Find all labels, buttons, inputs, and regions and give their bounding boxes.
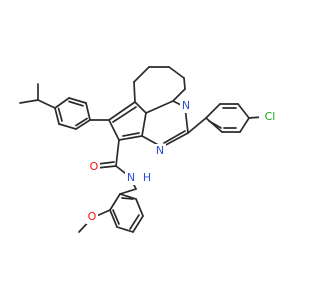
fused-core [108, 100, 189, 148]
methoxy-oxygen-label: O [88, 210, 97, 223]
molecule-structure: O N H O N N Cl [19, 66, 281, 233]
methoxyphenyl-ring [78, 188, 144, 233]
ring-nitrogen-lower-label: N [156, 144, 164, 157]
amide-hydrogen-label: H [143, 171, 151, 184]
ring-nitrogen-upper-label: N [182, 99, 190, 112]
amide-nitrogen-label: N [127, 171, 135, 184]
atom-labels: O N H O N N Cl [86, 99, 281, 224]
chlorophenyl-ring [187, 103, 263, 134]
isopropylphenyl-ring [54, 97, 110, 130]
isopropyl-group [19, 83, 56, 109]
chlorine-label: Cl [265, 110, 276, 123]
amide-oxygen-label: O [90, 160, 99, 173]
azepine-ring [133, 66, 186, 103]
molecule-canvas: O N H O N N Cl [19, 66, 281, 233]
